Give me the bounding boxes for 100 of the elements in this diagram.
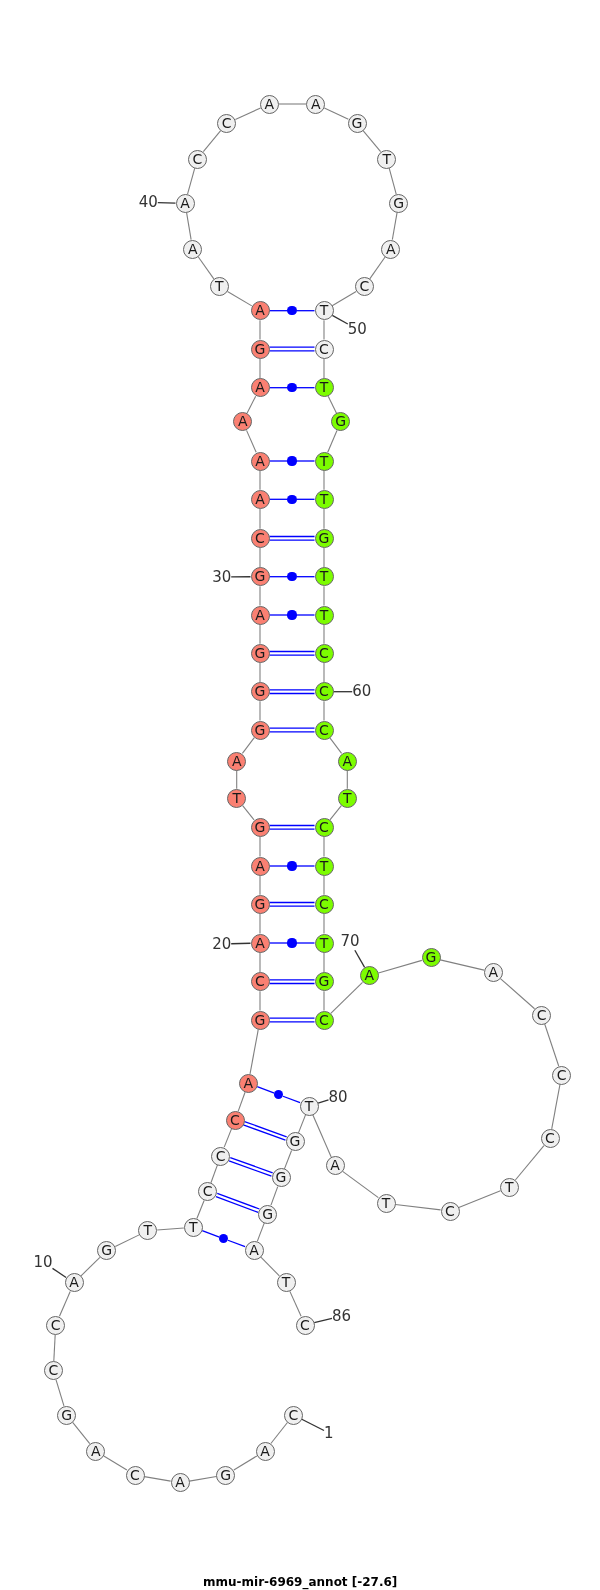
leader-line: [332, 691, 353, 693]
pair-dot: [287, 610, 297, 620]
backbone-line: [391, 212, 398, 241]
nucleotide-circle: A: [183, 239, 203, 259]
nucleotide-circle: G: [250, 720, 270, 740]
base-pair-line: [243, 1120, 288, 1138]
base-pair-line: [256, 1086, 275, 1094]
pair-dot: [274, 1090, 284, 1100]
base-pair-line: [282, 1095, 301, 1104]
nucleotide-circle: T: [314, 933, 334, 953]
nucleotide-circle: T: [227, 788, 247, 808]
nucleotide-circle: T: [299, 1096, 319, 1116]
nucleotide-circle: A: [175, 193, 195, 213]
backbone-line: [259, 913, 261, 935]
nucleotide-circle: A: [259, 94, 279, 114]
backbone-line: [323, 623, 325, 645]
nucleotide-circle: A: [306, 94, 326, 114]
backbone-line: [362, 130, 382, 153]
pair-dot: [287, 494, 297, 504]
nucleotide-circle: T: [499, 1177, 519, 1197]
backbone-line: [259, 990, 261, 1012]
backbone-line: [330, 981, 364, 1014]
backbone-line: [260, 1256, 280, 1277]
nucleotide-circle: A: [483, 962, 503, 982]
nucleotide-circle: T: [314, 451, 334, 471]
backbone-line: [234, 107, 262, 120]
backbone-line: [246, 429, 257, 453]
backbone-line: [80, 1256, 101, 1277]
backbone-line: [327, 395, 338, 414]
backbone-line: [323, 357, 325, 379]
nucleotide-circle: T: [314, 856, 334, 876]
backbone-line: [196, 1199, 205, 1220]
nucleotide-circle: C: [314, 817, 334, 837]
nucleotide-circle: C: [295, 1315, 315, 1335]
position-number: 20: [212, 935, 232, 953]
base-pair-line: [227, 1239, 246, 1248]
nucleotide-circle: C: [250, 528, 270, 548]
nucleotide-circle: T: [314, 301, 334, 321]
base-pair-line: [268, 982, 316, 985]
nucleotide-circle: G: [57, 1405, 77, 1425]
pair-dot: [287, 572, 297, 582]
backbone-line: [329, 737, 343, 754]
nucleotide-circle: C: [314, 1010, 334, 1030]
backbone-line: [156, 1227, 185, 1231]
backbone-line: [72, 1421, 91, 1445]
nucleotide-circle: A: [250, 451, 270, 471]
nucleotide-circle: C: [540, 1128, 560, 1148]
nucleotide-circle: A: [250, 856, 270, 876]
backbone-line: [241, 737, 255, 754]
base-pair-line: [268, 346, 316, 348]
backbone-line: [259, 836, 261, 858]
backbone-line: [394, 1203, 442, 1211]
base-pair-line: [295, 498, 316, 500]
nucleotide-circle: G: [250, 817, 270, 837]
leader-line: [230, 576, 252, 578]
nucleotide-circle: A: [255, 1441, 275, 1461]
backbone-line: [259, 700, 261, 722]
nucleotide-circle: T: [337, 788, 357, 808]
backbone-line: [259, 319, 261, 341]
leader-line: [354, 949, 366, 969]
backbone-line: [323, 319, 325, 341]
backbone-line: [256, 1222, 265, 1242]
backbone-line: [202, 130, 222, 153]
base-pair-line: [216, 1192, 261, 1210]
base-pair-line: [242, 1124, 287, 1141]
backbone-line: [259, 662, 261, 683]
backbone-line: [187, 167, 196, 195]
caption-text: mmu-mir-6969_annot [-27.6]: [203, 1575, 398, 1589]
nucleotide-circle: A: [238, 1073, 258, 1093]
leader-line: [313, 1317, 333, 1324]
nucleotide-circle: C: [211, 1146, 231, 1166]
base-pair-line: [268, 614, 289, 616]
backbone-line: [259, 623, 261, 645]
backbone-line: [346, 769, 348, 790]
nucleotide-circle: G: [421, 948, 441, 968]
base-pair-line: [268, 828, 316, 830]
nucleotide-circle: A: [233, 412, 253, 432]
nucleotide-circle: A: [250, 933, 270, 953]
nucleotide-circle: G: [285, 1132, 305, 1152]
nucleotide-circle: T: [183, 1217, 203, 1237]
nucleotide-circle: C: [46, 1315, 66, 1335]
nucleotide-circle: A: [250, 301, 270, 321]
base-pair-line: [268, 979, 316, 981]
leader-line: [317, 1099, 330, 1104]
base-pair-line: [268, 535, 316, 538]
position-number: 70: [340, 933, 360, 951]
nucleotide-circle: G: [250, 567, 270, 587]
base-pair-line: [201, 1230, 220, 1238]
leader-line: [301, 1418, 325, 1432]
backbone-line: [323, 107, 349, 120]
backbone-line: [259, 951, 261, 973]
backbone-line: [323, 585, 325, 607]
pair-dot: [219, 1234, 229, 1244]
nucleotide-circle: G: [314, 972, 334, 992]
nucleotide-circle: G: [389, 193, 409, 213]
nucleotide-circle: C: [532, 1005, 552, 1025]
base-pair-line: [268, 650, 316, 653]
backbone-line: [312, 1114, 332, 1158]
backbone-line: [186, 212, 192, 241]
base-pair-line: [268, 460, 289, 462]
